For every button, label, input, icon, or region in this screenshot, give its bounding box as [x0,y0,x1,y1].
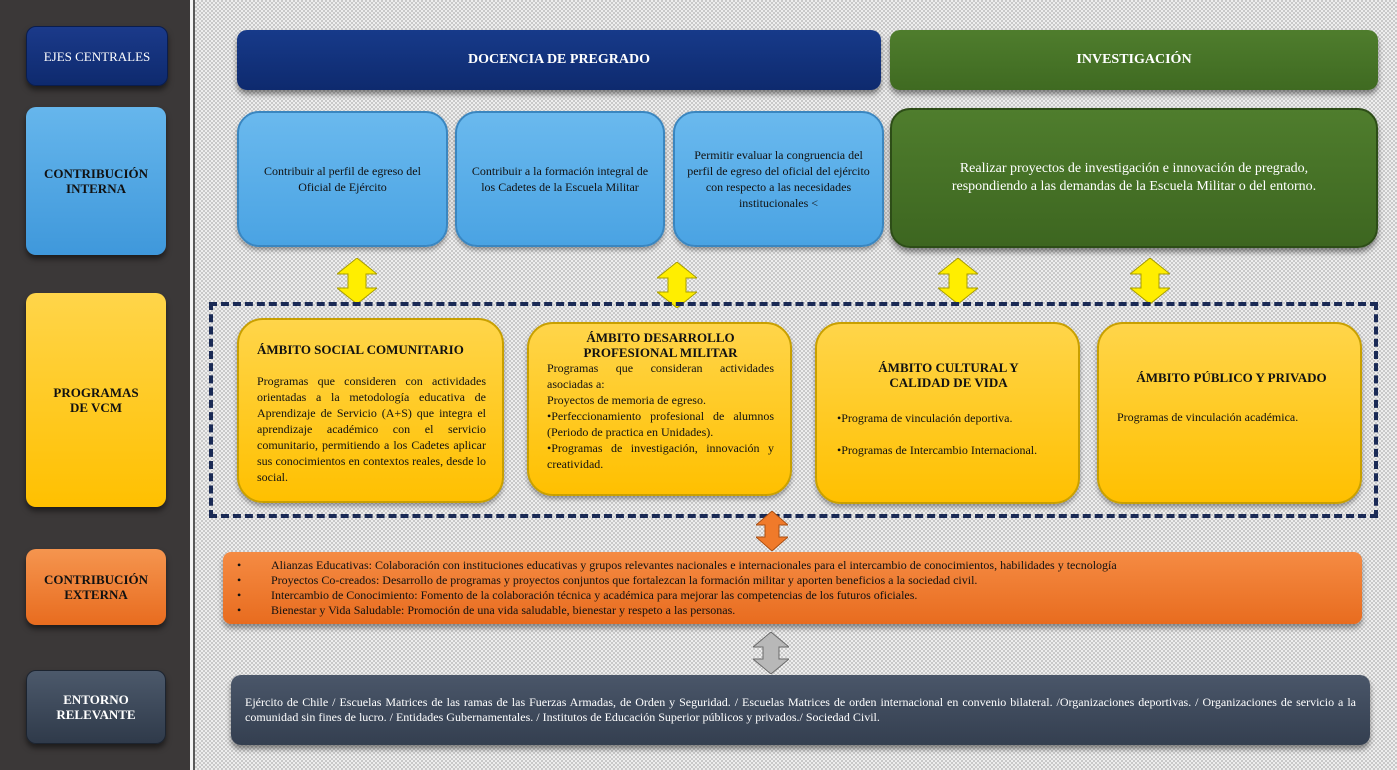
programas-frame [209,302,1378,518]
updown-arrow-icon [1130,258,1170,304]
ambito-cultural-title: ÁMBITO CULTURAL Y CALIDAD DE VIDA [878,360,1019,390]
updown-arrow-icon [753,632,789,674]
entorno-text: Ejército de Chile / Escuelas Matrices de… [245,695,1356,724]
ambito-cultural-body: •Programa de vinculación deportiva. •Pro… [837,410,1060,458]
updown-arrow-icon [337,258,377,304]
bullet-icon: • [237,573,242,587]
externa-item: • Bienestar y Vida Saludable: Promoción … [237,603,1352,618]
ambito-social-box: ÁMBITO SOCIAL COMUNITARIO Programas que … [237,318,504,503]
label-contribucion-interna: CONTRIBUCIÓN INTERNA [26,107,166,255]
ambito-militar-body: Programas que consideran actividades aso… [547,360,774,472]
investigacion-header: INVESTIGACIÓN [890,30,1378,90]
updown-arrow-icon [756,511,788,551]
interna-box-1: Contribuir al perfil de egreso del Ofici… [237,111,448,247]
interna-text-3: Permitir evaluar la congruencia del perf… [687,148,870,210]
updown-arrow-icon [938,258,978,304]
ambito-militar-box: ÁMBITO DESARROLLO PROFESIONAL MILITAR Pr… [527,322,792,496]
interna-text-1: Contribuir al perfil de egreso del Ofici… [264,164,421,194]
ambito-militar-line: Proyectos de memoria de egreso. [547,393,706,407]
externa-box: • Alianzas Educativas: Colaboración con … [223,552,1362,624]
label-contribucion-externa: CONTRIBUCIÓN EXTERNA [26,549,166,625]
ambito-militar-title: ÁMBITO DESARROLLO PROFESIONAL MILITAR [583,330,738,360]
ambito-publico-body: Programas de vinculación académica. [1117,410,1299,424]
externa-item-text: Proyectos Co-creados: Desarrollo de prog… [271,573,978,587]
label-text: PROGRAMAS DE VCM [53,385,139,415]
interna-box-2: Contribuir a la formación integral de lo… [455,111,665,247]
interna-box-4: Realizar proyectos de investigación e in… [890,108,1378,248]
externa-item: • Proyectos Co-creados: Desarrollo de pr… [237,573,1352,588]
bullet-icon: • [237,603,242,617]
label-programas-vcm: PROGRAMAS DE VCM [26,293,166,507]
bullet-icon: • [237,558,242,572]
externa-item: • Alianzas Educativas: Colaboración con … [237,558,1352,573]
ambito-publico-box: ÁMBITO PÚBLICO Y PRIVADO Programas de vi… [1097,322,1362,504]
ambito-social-title: ÁMBITO SOCIAL COMUNITARIO [257,342,464,357]
label-text: CONTRIBUCIÓN INTERNA [43,166,148,196]
interna-text-2: Contribuir a la formación integral de lo… [471,164,649,194]
bullet-icon: • [237,588,242,602]
updown-arrow-icon [657,262,697,308]
ambito-social-body: Programas que consideren con actividades… [257,374,486,484]
ambito-militar-line: •Perfeccionamiento profesional de alumno… [547,409,774,439]
divider [190,0,193,770]
ambito-cultural-box: ÁMBITO CULTURAL Y CALIDAD DE VIDA •Progr… [815,322,1080,504]
ambito-cultural-line: •Programa de vinculación deportiva. [837,411,1013,425]
sidebar: EJES CENTRALES CONTRIBUCIÓN INTERNA PROG… [0,0,190,770]
ambito-militar-line: •Programas de investigación, innovación … [547,441,774,471]
externa-item-text: Intercambio de Conocimiento: Fomento de … [271,588,918,602]
divider-shadow [193,0,195,770]
label-entorno-relevante: ENTORNO RELEVANTE [26,670,166,744]
docencia-header: DOCENCIA DE PREGRADO [237,30,881,90]
entorno-box: Ejército de Chile / Escuelas Matrices de… [231,675,1370,745]
investigacion-title: INVESTIGACIÓN [1076,52,1192,67]
label-text: CONTRIBUCIÓN EXTERNA [43,572,148,602]
ambito-cultural-line: •Programas de Intercambio Internacional. [837,443,1038,457]
ambito-militar-line: Programas que consideran actividades aso… [547,361,774,391]
externa-item: • Intercambio de Conocimiento: Fomento d… [237,588,1352,603]
externa-item-text: Bienestar y Vida Saludable: Promoción de… [271,603,736,617]
interna-text-4: Realizar proyectos de investigación e in… [951,161,1317,194]
label-ejes-centrales: EJES CENTRALES [26,26,168,86]
externa-item-text: Alianzas Educativas: Colaboración con in… [271,558,1117,572]
ambito-publico-title: ÁMBITO PÚBLICO Y PRIVADO [1136,370,1327,385]
docencia-title: DOCENCIA DE PREGRADO [467,52,650,67]
interna-box-3: Permitir evaluar la congruencia del perf… [673,111,884,247]
label-text: ENTORNO RELEVANTE [56,692,136,722]
